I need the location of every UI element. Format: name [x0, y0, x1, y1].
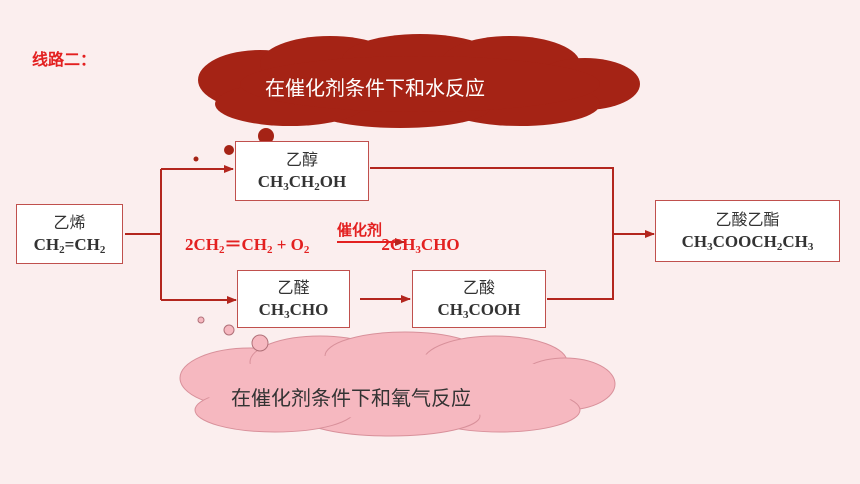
formula-segment: =CH [64, 235, 100, 254]
top-cloud-bubble-medium [224, 145, 234, 155]
node-formula: CH2=CH2 [34, 234, 106, 256]
formula-subscript: 2 [59, 244, 65, 256]
formula-segment: CH [437, 300, 464, 319]
formula-segment: CH [681, 232, 708, 251]
formula-segment: CHO [420, 235, 460, 254]
node-name: 乙酸乙酯 [715, 210, 780, 229]
bottom-cloud-text: 在催化剂条件下和氧气反应 [231, 386, 471, 410]
node-ethylene: 乙烯 CH2=CH2 [16, 204, 123, 264]
formula-segment: 2CH [381, 235, 416, 254]
bottom-cloud-bubble-medium [223, 324, 235, 336]
equation-reactants: 2CH2＝CH2 + O2 [185, 235, 310, 256]
formula-subscript: 3 [284, 309, 290, 321]
formula-segment: CH [288, 172, 315, 191]
formula-segment: CH [258, 300, 285, 319]
formula-segment: CH [33, 235, 60, 254]
formula-subscript: 3 [707, 241, 713, 253]
node-formula: CH3CHO [259, 299, 329, 321]
equation-products: 2CH3CHO [381, 235, 460, 256]
formula-segment: CH [782, 232, 808, 251]
formula-subscript: 3 [807, 241, 814, 253]
formula-segment: + O [272, 235, 304, 254]
ethanol-to-merge-line [370, 167, 614, 234]
node-ethanol: 乙醇 CH3CH2OH [235, 141, 369, 201]
formula-segment: COOCH [712, 232, 777, 251]
formula-subscript: 2 [303, 244, 310, 256]
formula-segment: CHO [289, 300, 329, 319]
formula-segment: 2CH [185, 235, 219, 254]
node-ethyl-acetate: 乙酸乙酯 CH3COOCH2CH3 [655, 200, 840, 262]
formula-subscript: 2 [776, 241, 783, 253]
equation-catalyst-label: 催化剂 [337, 221, 383, 239]
bottom-cloud-core [196, 354, 588, 418]
bottom-cloud-bubble-small [197, 316, 205, 324]
formula-subscript: 3 [415, 244, 421, 256]
formula-subscript: 2 [267, 244, 273, 256]
formula-subscript: 2 [99, 244, 106, 256]
node-formula: CH3COOCH2CH3 [682, 231, 814, 253]
node-name: 乙醛 [277, 278, 310, 297]
route-label: 线路二： [32, 50, 97, 69]
formula-segment: COOH [468, 300, 521, 319]
formula-subscript: 2 [314, 181, 320, 193]
node-acetaldehyde: 乙醛 CH3CHO [237, 270, 350, 328]
formula-segment: ＝CH [224, 235, 268, 254]
top-cloud-bubble-small [193, 156, 199, 162]
node-name: 乙酸 [462, 278, 495, 297]
top-cloud-bubble-large [258, 128, 274, 144]
formula-segment: OH [319, 172, 347, 191]
node-acetic-acid: 乙酸 CH3COOH [412, 270, 546, 328]
node-formula: CH3CH2OH [258, 171, 346, 193]
top-cloud-text: 在催化剂条件下和水反应 [265, 76, 485, 100]
formula-segment: CH [257, 172, 284, 191]
node-name: 乙烯 [53, 213, 86, 232]
node-name: 乙醇 [285, 150, 318, 169]
formula-subscript: 2 [219, 244, 225, 256]
acid-to-merge-line [547, 234, 614, 300]
top-cloud-shape [198, 34, 640, 128]
node-formula: CH3COOH [438, 299, 521, 321]
bottom-cloud-bubble-large [251, 334, 269, 352]
formula-subscript: 3 [463, 309, 469, 321]
formula-subscript: 3 [283, 181, 289, 193]
